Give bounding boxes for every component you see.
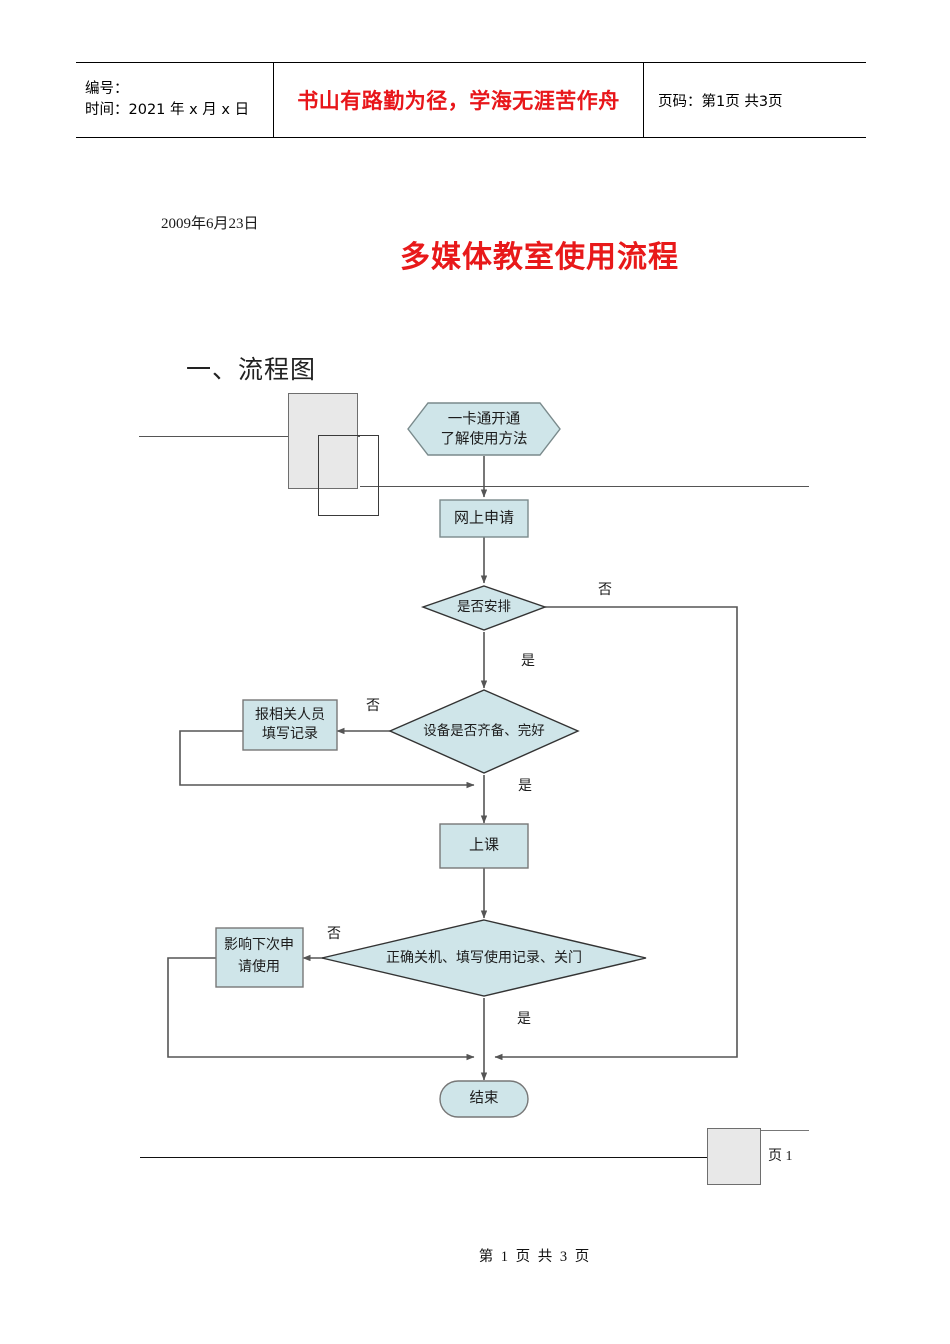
flow-node-start-line1: 一卡通开通 (448, 410, 521, 427)
flow-node-end-label: 结束 (470, 1089, 499, 1106)
flow-node-class: 上课 (439, 823, 529, 869)
flow-node-affect-line2: 请使用 (238, 958, 280, 975)
edge-d1-no-to-merge (494, 606, 738, 1061)
edge-affect-loop-back (167, 957, 475, 1061)
document-header-table: 编号： 时间：2021 年 x 月 x 日 书山有路勤为径，学海无涯苦作舟 页码… (76, 62, 866, 138)
header-id-label: 编号： (85, 80, 129, 97)
flow-node-apply: 网上申请 (439, 499, 529, 538)
title-decor-box-gray (288, 393, 358, 489)
flow-node-apply-label: 网上申请 (454, 509, 514, 526)
footer-rule (140, 1157, 708, 1158)
title-block (0, 190, 950, 516)
edge-report-loop-back (179, 730, 475, 789)
flow-node-decision-arrange: 是否安排 (420, 585, 548, 631)
title-rule-left (139, 436, 360, 437)
title-rule-right (360, 486, 809, 487)
header-cell-id-time: 编号： 时间：2021 年 x 月 x 日 (76, 63, 274, 137)
edge-label-d1-no: 否 (598, 583, 612, 598)
edge-label-d1-yes: 是 (521, 654, 535, 669)
flow-node-affect: 影响下次申 请使用 (215, 927, 304, 988)
flow-node-decision-arrange-label: 是否安排 (457, 599, 511, 614)
title-decor-box-white (318, 435, 379, 516)
footer-page-mark: 页 1 (768, 1149, 793, 1164)
edge-label-d2-yes: 是 (518, 779, 532, 794)
header-cell-motto: 书山有路勤为径，学海无涯苦作舟 (274, 63, 644, 137)
edge-label-d3-no: 否 (327, 927, 341, 942)
flow-node-report-line1: 报相关人员 (255, 707, 325, 723)
header-motto-text: 书山有路勤为径，学海无涯苦作舟 (297, 88, 620, 113)
footer-page-number: 第 1 页 共 3 页 (478, 1249, 592, 1265)
flow-node-decision-shutdown: 正确关机、填写使用记录、关门 (321, 919, 647, 997)
page-title: 多媒体教室使用流程 (400, 240, 679, 275)
flow-node-report-line2: 填写记录 (262, 726, 318, 742)
edge-label-d2-no: 否 (366, 699, 380, 714)
header-pagecode-text: 页码：第1页 共3页 (658, 93, 783, 110)
header-time-label: 时间：2021 年 x 月 x 日 (85, 102, 250, 118)
flow-node-decision-equipment-label: 设备是否齐备、完好 (423, 722, 545, 738)
header-cell-pagecode: 页码：第1页 共3页 (644, 63, 866, 137)
flow-node-decision-shutdown-label: 正确关机、填写使用记录、关门 (386, 949, 582, 966)
flow-node-decision-equipment: 设备是否齐备、完好 (388, 689, 580, 774)
section-heading-flowchart: 一、流程图 (186, 357, 317, 384)
flow-node-start-line2: 了解使用方法 (441, 430, 528, 447)
edge-label-d3-yes: 是 (517, 1012, 531, 1027)
footer-decor-box (707, 1128, 761, 1185)
footer-rule-top (745, 1130, 809, 1131)
title-date: 2009年6月23日 (161, 216, 259, 232)
flow-node-class-label: 上课 (469, 836, 499, 853)
flow-node-end: 结束 (439, 1080, 529, 1118)
flow-node-affect-line1: 影响下次申 (224, 937, 294, 953)
flow-node-report: 报相关人员 填写记录 (242, 699, 338, 751)
flow-node-start: 一卡通开通 了解使用方法 (407, 402, 561, 456)
